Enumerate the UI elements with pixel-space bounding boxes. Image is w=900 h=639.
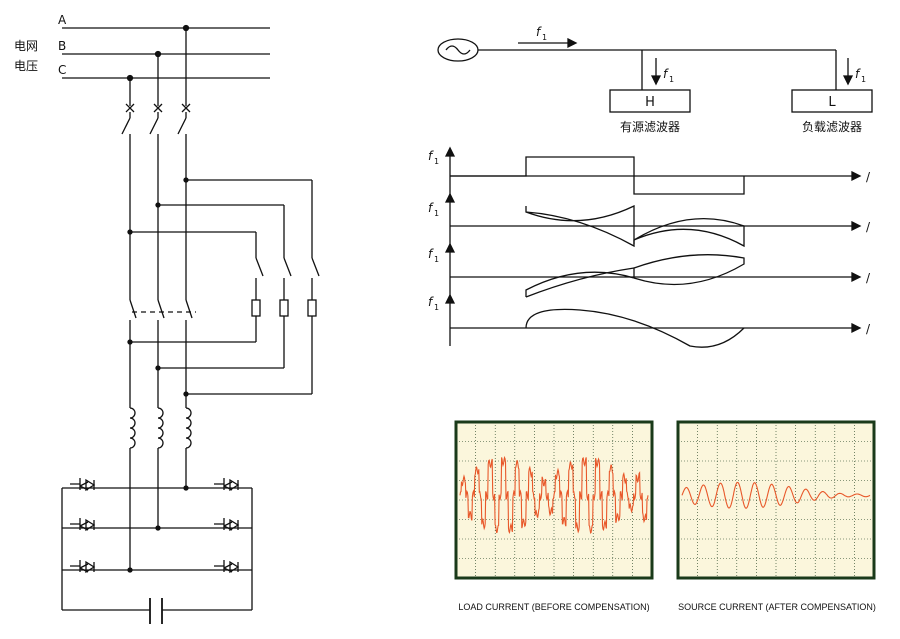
h-filter-caption: 有源滤波器 [620,120,680,134]
wave-1-freq-sub: 1 [434,157,439,166]
igbt-right-3 [214,560,240,574]
wave-2-freq-label: f [428,201,434,215]
wave-3-end-mark: / [866,271,871,285]
h-filter-box [609,89,691,113]
waveform-diagram [444,146,862,348]
load-current-caption: LOAD CURRENT (BEFORE COMPENSATION) [458,602,649,612]
wave-4-end-mark: / [866,322,871,336]
load-current-trace [459,455,649,534]
wave-2-freq-sub: 1 [434,209,439,218]
igbt-left-3 [70,560,96,574]
sine-wave [525,308,745,348]
wave-3-negative [525,271,635,297]
h-filter-label: H [645,95,655,110]
wave-2-positive [525,204,635,248]
circuit-schematic [61,24,320,624]
igbt-left-1 [70,478,96,492]
wave-3-positive [633,254,745,286]
source-current-caption: SOURCE CURRENT (AFTER COMPENSATION) [678,602,876,612]
wave-3-freq-sub: 1 [434,255,439,264]
h-freq-label: f [663,67,669,81]
sine-glyph-icon [445,45,471,55]
h-freq-sub: 1 [669,75,674,84]
l-filter-caption: 负载滤波器 [802,120,862,134]
scope-source-current [676,420,876,580]
wave-1-end-mark: / [866,170,871,184]
phase-label-b: B [58,39,66,53]
l-filter-box [791,89,873,113]
wave-4-freq-sub: 1 [434,303,439,312]
igbt-right-2 [214,518,240,532]
waveform-labels: f 1 f 1 f 1 f 1 / / / / [428,149,871,336]
l-filter-label: L [828,95,836,110]
scope-load-current [454,420,654,580]
square-wave [450,156,745,195]
phase-label-a: A [58,13,67,27]
source-freq-label: f [536,25,542,39]
wave-2-negative [633,217,745,248]
wave-3-freq-label: f [428,247,434,261]
wave-4-freq-label: f [428,295,434,309]
grid-label-line2: 电压 [14,59,38,73]
igbt-right-1 [214,478,240,492]
l-freq-sub: 1 [861,75,866,84]
phase-label-c: C [58,63,66,77]
wave-1-freq-label: f [428,149,434,163]
wave-2-end-mark: / [866,220,871,234]
filter-diagram [437,37,873,113]
igbt-left-2 [70,518,96,532]
grid-label-line1: 电网 [14,39,38,53]
l-freq-label: f [855,67,861,81]
source-freq-sub: 1 [542,33,547,42]
source-current-trace [681,481,871,509]
